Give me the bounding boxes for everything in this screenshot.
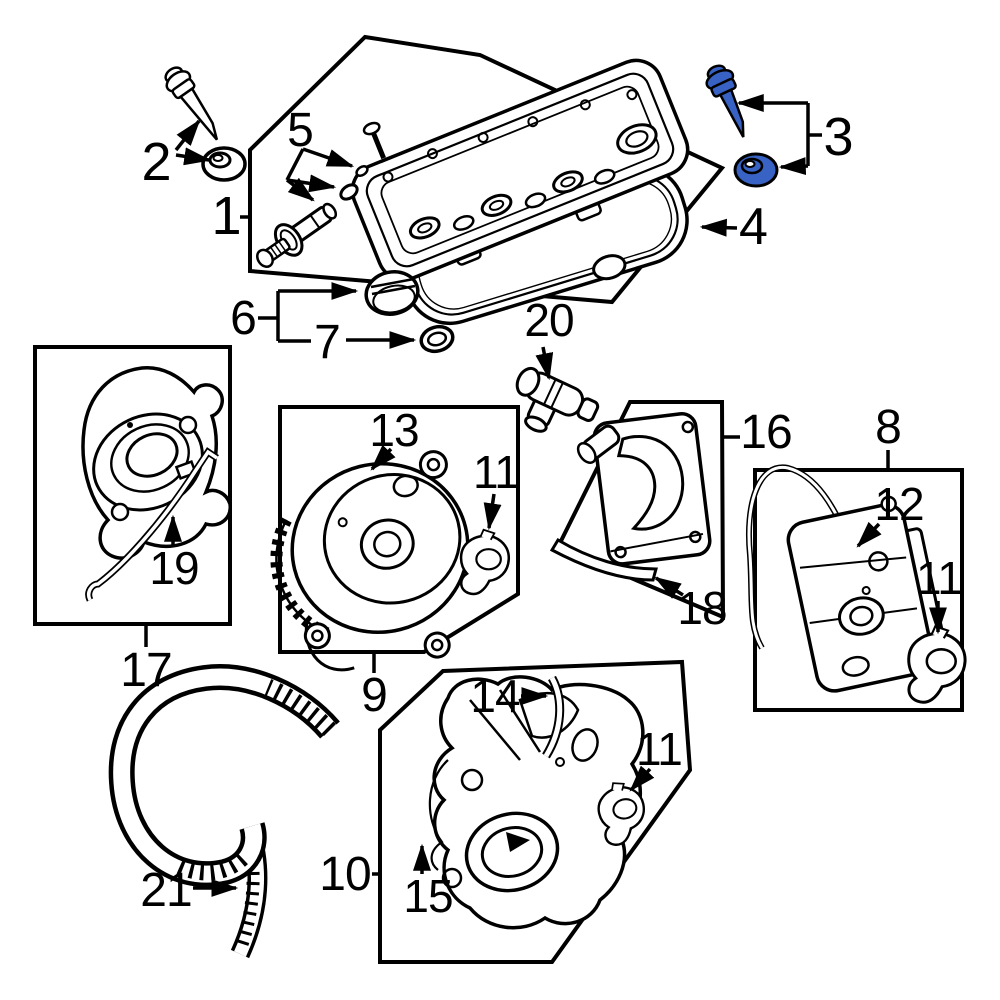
valve-cover-drawing (350, 58, 690, 282)
callout-7: 7 (314, 316, 341, 369)
callout-14: 14 (470, 670, 520, 722)
part-20-pcv-drawing (515, 366, 600, 433)
callout-10: 10 (319, 848, 371, 901)
box-10 (378, 659, 693, 964)
part-18-strip-drawing (549, 537, 658, 582)
part-5-drawing (256, 164, 369, 268)
part-7-oring-drawing (419, 324, 455, 354)
part-16-bracket-drawing (576, 411, 712, 566)
callout-11-a: 11 (473, 446, 520, 498)
part-14-tube-drawing (542, 675, 565, 759)
box-16 (549, 400, 726, 621)
part-19-rod-drawing (85, 447, 219, 602)
box-9 (270, 405, 520, 672)
callout-connectors (144, 94, 947, 897)
part-3-highlighted-drawing (705, 64, 779, 188)
callout-3: 3 (823, 107, 854, 167)
callout-8: 8 (875, 401, 902, 454)
part-21-belt-drawing (108, 664, 340, 959)
callout-18: 18 (677, 582, 727, 634)
callout-12: 12 (874, 478, 924, 530)
callout-9: 9 (361, 669, 388, 722)
callout-2: 2 (141, 132, 172, 192)
callout-1: 1 (211, 186, 242, 246)
callout-13: 13 (369, 404, 419, 456)
part-6-cap-drawing (364, 270, 420, 316)
box-17 (33, 345, 232, 626)
callout-15: 15 (403, 870, 453, 922)
callout-11-b: 11 (916, 552, 963, 604)
callout-21: 21 (140, 864, 192, 917)
part-10-lower-cover-drawing (428, 675, 645, 930)
callout-4: 4 (739, 198, 768, 256)
callout-17: 17 (120, 644, 172, 697)
part-13-water-pump-drawing (270, 450, 470, 672)
callout-11-c: 11 (636, 723, 683, 775)
callout-6: 6 (230, 292, 257, 345)
callout-19: 19 (149, 542, 199, 594)
callout-5: 5 (287, 104, 314, 157)
callout-20: 20 (524, 294, 574, 346)
callout-16: 16 (740, 406, 792, 459)
part-2-drawing (164, 66, 247, 182)
part-12-gasket-drawing (745, 464, 855, 650)
